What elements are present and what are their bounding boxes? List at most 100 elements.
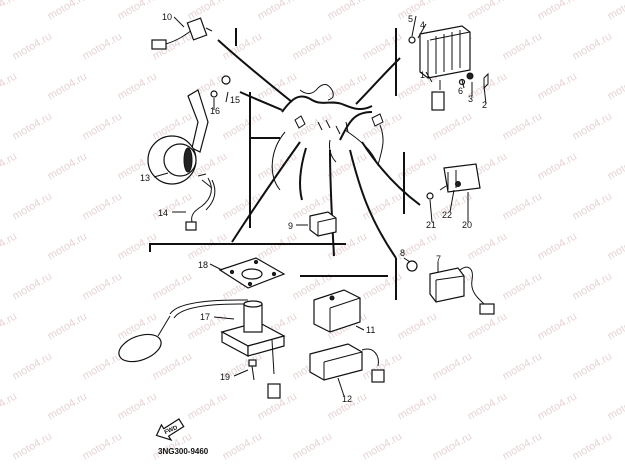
watermark-text: moto4.ru — [0, 70, 19, 102]
diagram-code: 3NG300-9460 — [158, 447, 209, 456]
watermark-text: moto4.ru — [326, 0, 370, 23]
gasket-part — [218, 257, 286, 289]
callout-5: 5 — [408, 14, 413, 24]
watermark-text: moto4.ru — [396, 150, 440, 182]
relay-unit-part — [313, 289, 361, 333]
watermark-text: moto4.ru — [466, 0, 510, 23]
watermark-text: moto4.ru — [81, 190, 125, 222]
watermark-text: moto4.ru — [536, 230, 580, 262]
watermark-text: moto4.ru — [396, 0, 440, 23]
watermark-text: moto4.ru — [571, 110, 615, 142]
watermark-text: moto4.ru — [466, 390, 510, 422]
callout-1: 1 — [420, 70, 425, 80]
fuel-sender-part — [118, 299, 286, 399]
callout-10: 10 — [162, 12, 172, 22]
watermark-text: moto4.ru — [291, 110, 335, 142]
watermark-text: moto4.ru — [46, 230, 90, 262]
watermark-text: moto4.ru — [501, 430, 545, 462]
callout-13: 13 — [140, 173, 150, 183]
flasher-relay-part — [309, 343, 385, 383]
watermark-text: moto4.ru — [501, 350, 545, 382]
watermark-text: moto4.ru — [81, 270, 125, 302]
watermark-text: moto4.ru — [46, 390, 90, 422]
watermark-text: moto4.ru — [11, 110, 55, 142]
watermark-text: moto4.ru — [361, 430, 405, 462]
watermark-text: moto4.ru — [186, 0, 230, 23]
section-brackets — [149, 28, 405, 300]
watermark-text: moto4.ru — [606, 150, 625, 182]
watermark-text: moto4.ru — [256, 0, 300, 23]
watermark-text: moto4.ru — [11, 350, 55, 382]
watermark-text: moto4.ru — [0, 150, 19, 182]
callout-15: 15 — [230, 95, 240, 105]
callout-18: 18 — [198, 260, 208, 270]
fwd-arrow — [155, 418, 185, 442]
watermark-text: moto4.ru — [116, 390, 160, 422]
watermark-text: moto4.ru — [0, 0, 19, 23]
watermark-text: moto4.ru — [81, 430, 125, 462]
callout-20: 20 — [462, 220, 472, 230]
watermark-text: moto4.ru — [466, 310, 510, 342]
watermark-text: moto4.ru — [501, 110, 545, 142]
callout-8: 8 — [400, 248, 405, 258]
watermark-text: moto4.ru — [571, 30, 615, 62]
watermark-text: moto4.ru — [0, 390, 19, 422]
watermark-text: moto4.ru — [291, 30, 335, 62]
watermark-text: moto4.ru — [221, 430, 265, 462]
watermark-text: moto4.ru — [571, 350, 615, 382]
watermark-text: moto4.ru — [501, 270, 545, 302]
watermark-text: moto4.ru — [46, 0, 90, 23]
watermark-text: moto4.ru — [221, 190, 265, 222]
watermark-text: moto4.ru — [116, 0, 160, 23]
watermark-text: moto4.ru — [256, 70, 300, 102]
callout-17: 17 — [200, 312, 210, 322]
wiring-harness — [271, 84, 384, 191]
watermark-text: moto4.ru — [431, 430, 475, 462]
watermark-text: moto4.ru — [536, 310, 580, 342]
wire-lead-part — [151, 17, 213, 50]
horn-part — [147, 75, 231, 189]
callout-6: 6 — [458, 86, 463, 96]
callout-4: 4 — [420, 20, 425, 30]
coupler-part — [309, 211, 337, 237]
watermark-text: moto4.ru — [81, 110, 125, 142]
resistor-plate-part — [426, 163, 481, 200]
watermark-text: moto4.ru — [11, 190, 55, 222]
watermark-text: moto4.ru — [571, 270, 615, 302]
watermark-text: moto4.ru — [291, 430, 335, 462]
watermark-text: moto4.ru — [46, 310, 90, 342]
watermark-text: moto4.ru — [431, 350, 475, 382]
watermark-text: moto4.ru — [571, 190, 615, 222]
watermark-text: moto4.ru — [151, 350, 195, 382]
callout-7: 7 — [436, 254, 441, 264]
watermark-text: moto4.ru — [46, 150, 90, 182]
watermark-text: moto4.ru — [606, 310, 625, 342]
watermark-text: moto4.ru — [396, 390, 440, 422]
watermark-text: moto4.ru — [116, 70, 160, 102]
watermark-text: moto4.ru — [151, 270, 195, 302]
callout-19: 19 — [220, 372, 230, 382]
watermark-text: moto4.ru — [536, 390, 580, 422]
watermark-text: moto4.ru — [501, 30, 545, 62]
watermark-text: moto4.ru — [221, 30, 265, 62]
watermark-text: moto4.ru — [0, 310, 19, 342]
watermark-text: moto4.ru — [361, 110, 405, 142]
watermark-text: moto4.ru — [11, 270, 55, 302]
watermark-text: moto4.ru — [11, 30, 55, 62]
watermark-text: moto4.ru — [501, 190, 545, 222]
watermark-text: moto4.ru — [81, 30, 125, 62]
callout-21: 21 — [426, 220, 436, 230]
watermark-text: moto4.ru — [536, 70, 580, 102]
watermark-text: moto4.ru — [81, 350, 125, 382]
watermark-text: moto4.ru — [571, 430, 615, 462]
watermark-text: moto4.ru — [186, 230, 230, 262]
watermark-text: moto4.ru — [431, 110, 475, 142]
watermark-text: moto4.ru — [0, 230, 19, 262]
watermark-text: moto4.ru — [606, 70, 625, 102]
watermark-text: moto4.ru — [606, 390, 625, 422]
callout-2: 2 — [482, 100, 487, 110]
watermark-text: moto4.ru — [116, 230, 160, 262]
callout-16: 16 — [210, 106, 220, 116]
